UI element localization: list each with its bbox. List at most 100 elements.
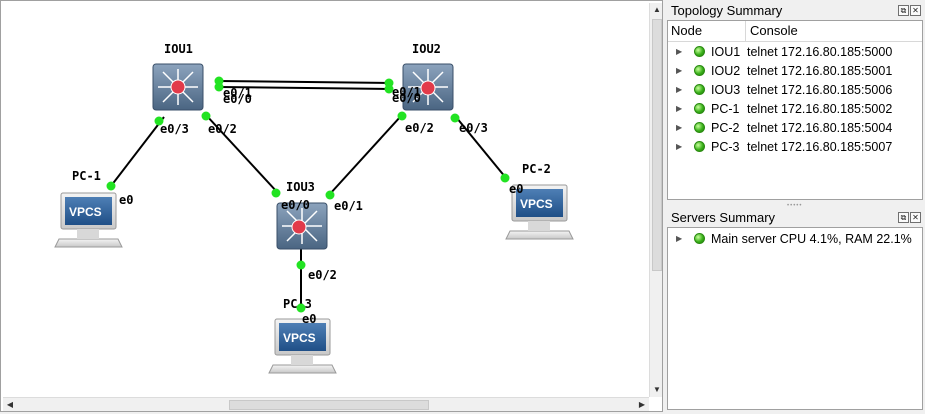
- port-label: e0/2: [208, 122, 237, 136]
- row-console: telnet 172.16.80.185:5007: [747, 139, 893, 154]
- row-console: telnet 172.16.80.185:5001: [747, 63, 893, 78]
- status-green-icon: [694, 103, 705, 114]
- port-label: e0/1: [334, 199, 363, 213]
- port-label: e0/2: [308, 268, 337, 282]
- vertical-scroll-thumb[interactable]: [652, 19, 662, 271]
- link-iou2-iou3[interactable]: [328, 115, 402, 196]
- port-label: e0/1: [392, 85, 421, 99]
- vpcs-icon-label: VPCS: [520, 197, 553, 211]
- status-green-icon: [694, 65, 705, 76]
- port-dot: [214, 82, 224, 92]
- close-icon[interactable]: ✕: [910, 5, 921, 16]
- servers-summary-title-bar: Servers Summary ⧉ ✕: [667, 209, 923, 227]
- node-label-iou2: IOU2: [412, 42, 441, 56]
- expand-arrow-icon[interactable]: ▶: [676, 104, 683, 113]
- router-iou2[interactable]: IOU2: [402, 42, 454, 111]
- scroll-down-icon[interactable]: ▼: [653, 385, 661, 394]
- router-center-icon: [170, 79, 186, 95]
- horizontal-scrollbar[interactable]: ◀ ▶: [3, 397, 649, 411]
- tree-row[interactable]: ▶ PC-1 telnet 172.16.80.185:5002: [668, 99, 922, 118]
- links: [110, 80, 507, 308]
- scroll-left-icon[interactable]: ◀: [6, 400, 14, 409]
- node-label-iou1: IOU1: [164, 42, 193, 56]
- expand-arrow-icon[interactable]: ▶: [676, 85, 683, 94]
- router-center-icon: [420, 80, 436, 96]
- tree-row[interactable]: ▶ PC-3 telnet 172.16.80.185:5007: [668, 137, 922, 156]
- scroll-up-icon[interactable]: ▲: [653, 5, 661, 14]
- float-icon[interactable]: ⧉: [898, 212, 909, 223]
- row-console: telnet 172.16.80.185:5006: [747, 82, 893, 97]
- port-label: e0/1: [223, 86, 252, 100]
- topology-summary-tree[interactable]: Node Console ▶ IOU1 telnet 172.16.80.185…: [667, 20, 923, 200]
- expand-arrow-icon[interactable]: ▶: [676, 47, 683, 56]
- topology-canvas[interactable]: IOU1 IOU2 IOU3 VPCS: [0, 0, 663, 412]
- topology-summary-title: Topology Summary: [671, 3, 783, 18]
- node-label-iou3: IOU3: [286, 180, 315, 194]
- topology-summary-dock: Topology Summary ⧉ ✕ Node Console ▶ IOU1…: [667, 2, 923, 209]
- row-node-name: IOU1: [711, 44, 741, 59]
- tree-row[interactable]: ▶ IOU2 telnet 172.16.80.185:5001: [668, 61, 922, 80]
- vpcs-pc2[interactable]: VPCS PC-2: [505, 162, 574, 240]
- row-console: telnet 172.16.80.185:5004: [747, 120, 893, 135]
- port-label: e0/0: [392, 91, 421, 105]
- port-label: e0/0: [223, 92, 252, 106]
- router-iou1[interactable]: IOU1: [152, 42, 204, 111]
- link-iou1-pc1[interactable]: [110, 116, 165, 187]
- row-node-name: PC-2: [711, 120, 740, 135]
- tree-header: Node Console: [668, 21, 922, 42]
- link-iou1-iou3[interactable]: [205, 114, 279, 194]
- port-label: e0: [509, 182, 523, 196]
- port-label: e0/3: [160, 122, 189, 136]
- tree-row[interactable]: ▶ Main server CPU 4.1%, RAM 22.1%: [668, 229, 922, 248]
- float-icon[interactable]: ⧉: [898, 5, 909, 16]
- servers-summary-dock: Servers Summary ⧉ ✕ ▶ Main server CPU 4.…: [667, 209, 923, 412]
- status-green-icon: [694, 46, 705, 57]
- vpcs-icon-label: VPCS: [69, 205, 102, 219]
- status-green-icon: [694, 122, 705, 133]
- tree-row[interactable]: ▶ PC-2 telnet 172.16.80.185:5004: [668, 118, 922, 137]
- expand-arrow-icon[interactable]: ▶: [676, 234, 683, 243]
- vpcs-pc3[interactable]: VPCS PC-3: [268, 297, 337, 374]
- dock-resize-grip[interactable]: •••••: [787, 203, 803, 209]
- port-dot: [500, 173, 510, 183]
- port-dot: [325, 190, 335, 200]
- expand-arrow-icon[interactable]: ▶: [676, 142, 683, 151]
- server-status-text: Main server CPU 4.1%, RAM 22.1%: [711, 231, 912, 246]
- node-label-pc1: PC-1: [72, 169, 101, 183]
- tree-row[interactable]: ▶ IOU3 telnet 172.16.80.185:5006: [668, 80, 922, 99]
- port-label: e0: [119, 193, 133, 207]
- port-dot: [271, 188, 281, 198]
- link-iou2-pc2[interactable]: [455, 116, 507, 179]
- vpcs-pc1[interactable]: VPCS PC-1: [54, 169, 123, 248]
- servers-summary-title: Servers Summary: [671, 210, 776, 225]
- row-node-name: IOU2: [711, 63, 741, 78]
- port-dot: [154, 116, 164, 126]
- horizontal-scroll-thumb[interactable]: [229, 400, 429, 410]
- vertical-scrollbar[interactable]: ▲ ▼: [649, 3, 662, 397]
- port-labels: e0/1 e0/0 e0/1 e0/0 e0/3 e0/2 e0/2 e0/3 …: [119, 85, 523, 326]
- port-label: e0/3: [459, 121, 488, 135]
- port-indicators: [106, 76, 510, 313]
- status-green-icon: [694, 141, 705, 152]
- port-dot: [384, 84, 394, 94]
- scroll-right-icon[interactable]: ▶: [638, 400, 646, 409]
- node-label-pc2: PC-2: [522, 162, 551, 176]
- column-header-node[interactable]: Node: [668, 21, 746, 41]
- topology-diagram[interactable]: IOU1 IOU2 IOU3 VPCS: [1, 1, 647, 395]
- port-label: e0: [302, 312, 316, 326]
- servers-summary-tree[interactable]: ▶ Main server CPU 4.1%, RAM 22.1%: [667, 227, 923, 410]
- row-node-name: PC-3: [711, 139, 740, 154]
- status-green-icon: [694, 233, 705, 244]
- link-iou1-iou2-a[interactable]: [218, 80, 390, 84]
- port-dot: [106, 181, 116, 191]
- column-header-console[interactable]: Console: [750, 23, 798, 38]
- link-iou1-iou2-b[interactable]: [218, 86, 390, 90]
- vpcs-icon-label: VPCS: [283, 331, 316, 345]
- tree-row[interactable]: ▶ IOU1 telnet 172.16.80.185:5000: [668, 42, 922, 61]
- row-console: telnet 172.16.80.185:5000: [747, 44, 893, 59]
- row-node-name: IOU3: [711, 82, 741, 97]
- expand-arrow-icon[interactable]: ▶: [676, 123, 683, 132]
- close-icon[interactable]: ✕: [910, 212, 921, 223]
- router-iou3[interactable]: IOU3: [276, 180, 328, 250]
- expand-arrow-icon[interactable]: ▶: [676, 66, 683, 75]
